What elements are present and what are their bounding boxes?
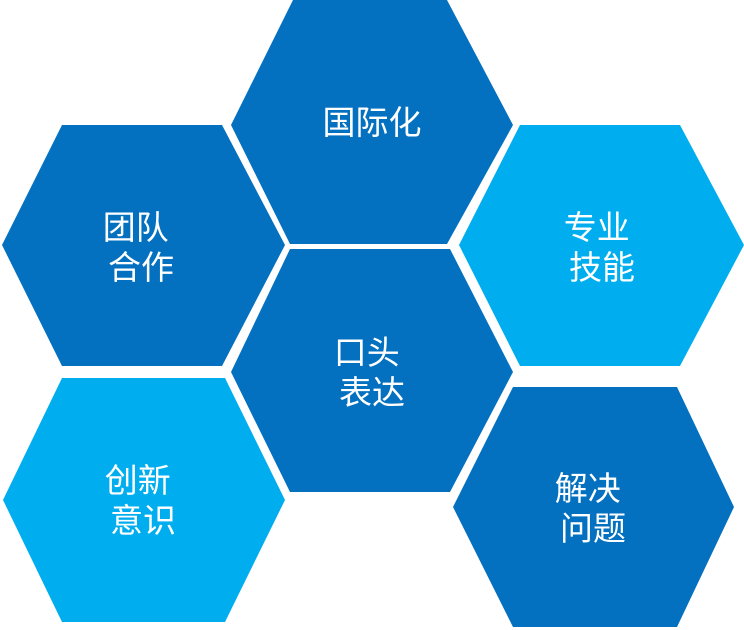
svg-text:口头 表达: 口头 表达 (334, 333, 411, 412)
hex-professional-line-2: 技能 (569, 248, 635, 287)
svg-text:创新 意识: 创新 意识 (105, 461, 182, 540)
hex-teamwork-line-1: 团队 (103, 208, 169, 247)
hex-oral-line-1: 口头 (334, 333, 400, 372)
hex-professional-shape (459, 125, 744, 366)
hex-innovation-shape (3, 378, 285, 622)
hex-international-shape (231, 0, 513, 244)
svg-text:团队 合作: 团队 合作 (103, 208, 180, 287)
svg-text:解决 问题: 解决 问题 (555, 469, 632, 548)
hex-problem-line-1: 解决 (555, 469, 621, 508)
hex-oral-shape (231, 249, 513, 492)
hex-international: 国际化 (231, 0, 513, 244)
hex-problem: 解决 问题 (453, 387, 734, 627)
hex-innovation-line-1: 创新 (105, 461, 171, 500)
hex-teamwork: 团队 合作 (2, 125, 285, 366)
hex-innovation-line-2: 意识 (110, 501, 176, 540)
hex-oral-line-2: 表达 (339, 373, 405, 412)
hex-innovation: 创新 意识 (3, 378, 285, 622)
hex-teamwork-shape (2, 125, 285, 366)
hex-teamwork-line-2: 合作 (108, 248, 174, 287)
hex-international-line-1: 国际化 (323, 103, 422, 142)
hex-oral: 口头 表达 (231, 249, 513, 492)
hex-problem-shape (453, 387, 734, 627)
hex-professional: 专业 技能 (459, 125, 744, 366)
hex-professional-line-1: 专业 (564, 208, 630, 247)
svg-text:专业 技能: 专业 技能 (564, 208, 641, 287)
svg-text:国际化: 国际化 (323, 103, 422, 142)
hex-problem-line-2: 问题 (560, 509, 626, 548)
